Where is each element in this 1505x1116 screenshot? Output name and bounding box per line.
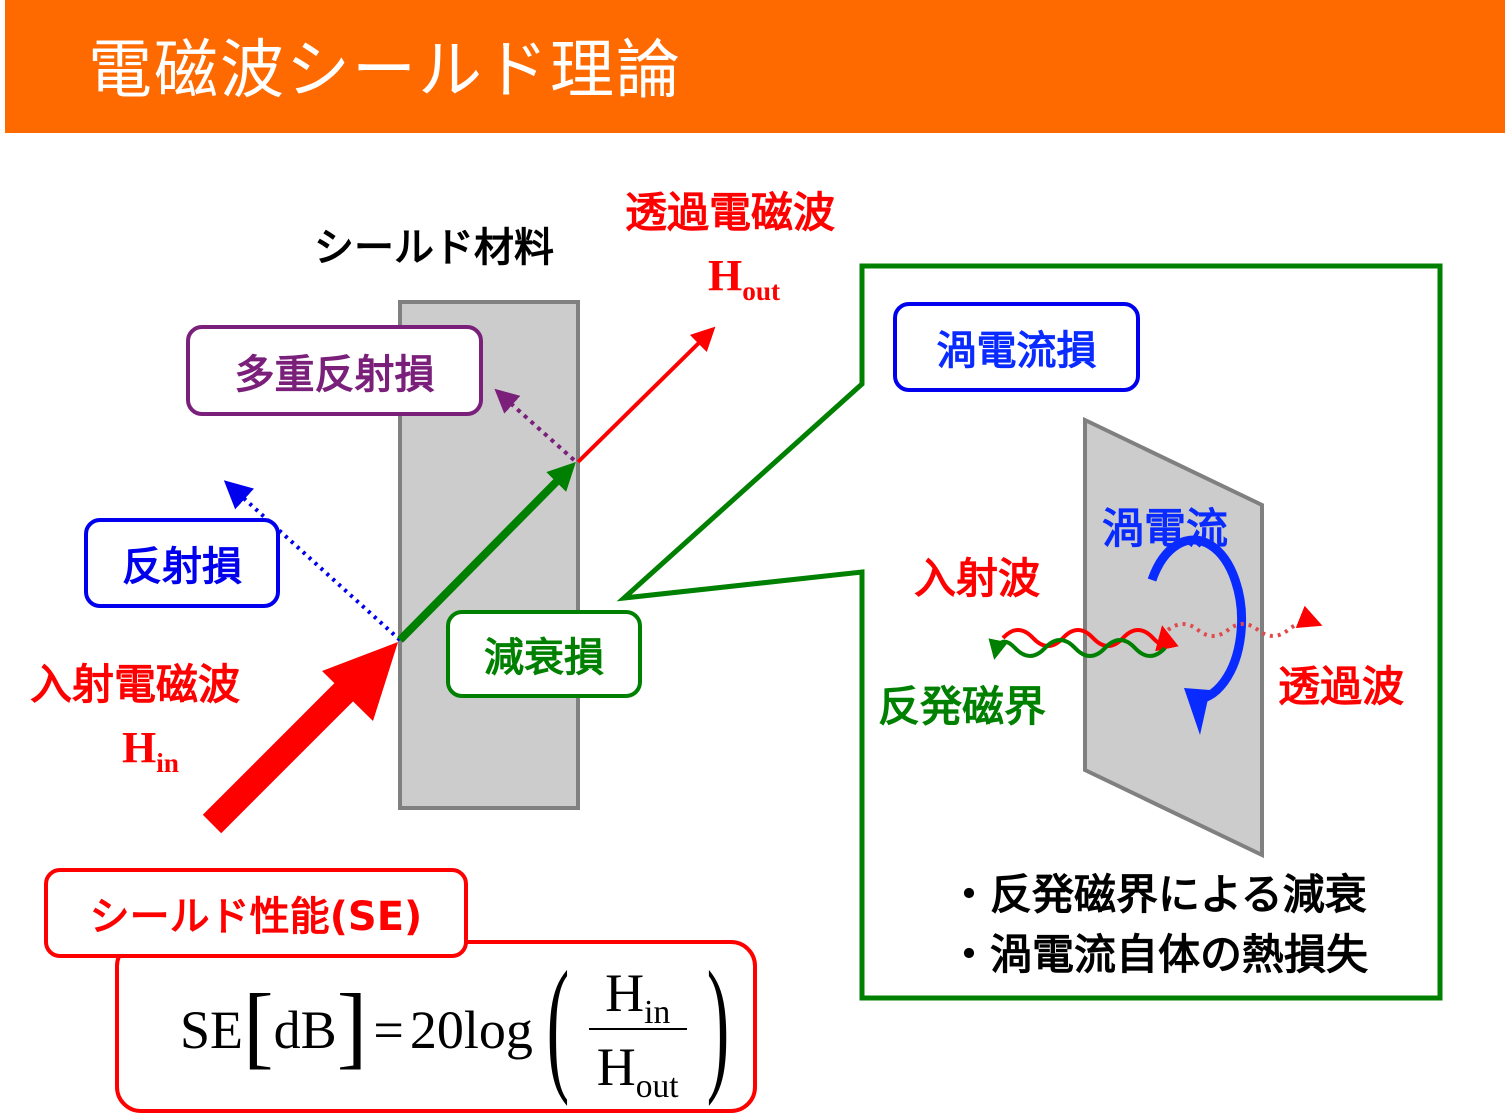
bracket-left: [ — [243, 975, 274, 1077]
attenuation-loss-box: 減衰損 — [446, 610, 642, 698]
multi-reflection-loss-box: 多重反射損 — [186, 325, 483, 416]
reflection-arrow — [223, 480, 402, 642]
bullet-item: ・反発磁界による減衰 — [948, 870, 1367, 919]
repulsive-field-label: 反発磁界 — [878, 682, 1047, 731]
paren-left: ( — [546, 941, 570, 1107]
detail-incident-wave — [1001, 625, 1179, 652]
page-title: 電磁波シールド理論 — [88, 34, 682, 108]
incident-wave-label: 入射電磁波 — [30, 660, 241, 709]
callout-frame — [616, 263, 1443, 1001]
bracket-right: ] — [336, 975, 368, 1077]
eddy-current-loss-box: 渦電流損 — [893, 302, 1140, 392]
h-out-label: Hout — [708, 251, 781, 306]
bullet-item: ・渦電流自体の熱損失 — [948, 930, 1369, 979]
paren-right: ) — [706, 941, 729, 1107]
formula-coef: 20log — [409, 1000, 533, 1060]
formula-fraction: Hin Hout — [588, 962, 687, 1105]
formula-unit: dB — [273, 1000, 337, 1060]
reflection-loss-box: 反射損 — [84, 518, 280, 608]
conductor-plate — [1083, 416, 1264, 859]
eddy-current-arrowhead — [1184, 688, 1210, 735]
incident-arrow-head — [322, 642, 398, 721]
eddy-current-loop — [1147, 535, 1247, 705]
detail-transmitted-label: 透過波 — [1278, 662, 1405, 711]
detail-repulsive-wave — [988, 638, 1167, 660]
multi-reflection-arrow — [494, 388, 576, 462]
attenuation-arrow — [397, 462, 576, 643]
transmitted-arrow — [576, 326, 716, 464]
fraction-numerator: Hin — [605, 963, 671, 1031]
transmitted-wave-label: 透過電磁波 — [625, 188, 836, 237]
h-in-label: Hin — [122, 723, 179, 778]
title-bar — [5, 0, 1505, 133]
formula-lhs: SE — [180, 1000, 244, 1060]
shield-material-label: シールド材料 — [314, 225, 554, 271]
detail-transmitted-wave — [1166, 605, 1323, 638]
formula-equals: = — [373, 1000, 404, 1060]
se-formula: SE [ dB ] = 20log ( Hin Hout ) — [180, 949, 743, 1105]
se-heading-box: シールド性能(SE) — [44, 868, 468, 958]
eddy-current-label: 渦電流 — [1102, 504, 1229, 553]
fraction-denominator: Hout — [588, 1028, 687, 1105]
detail-incident-label: 入射波 — [914, 554, 1041, 603]
incident-arrow-shaft — [202, 676, 360, 834]
